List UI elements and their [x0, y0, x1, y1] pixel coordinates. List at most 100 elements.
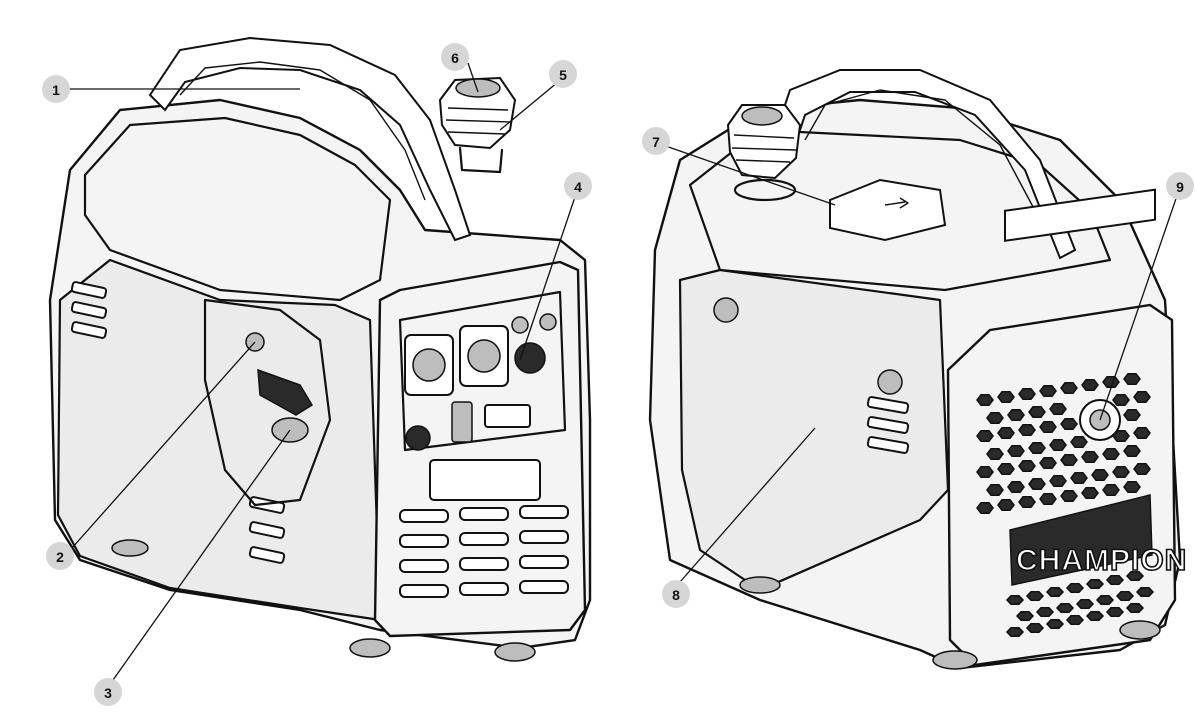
- grille-cell: [1060, 490, 1078, 502]
- grille-cell: [1045, 618, 1065, 630]
- callout-8: 8: [662, 580, 690, 608]
- grille-cell: [1125, 602, 1145, 614]
- grille-cell: [1039, 457, 1057, 469]
- grille-cell: [1102, 484, 1120, 496]
- grille-cell: [1102, 376, 1120, 388]
- control-panel-inner: [398, 290, 567, 452]
- callout-8-label: 8: [672, 587, 680, 603]
- front-side-vents: [70, 281, 286, 564]
- front-foot-2: [349, 638, 391, 658]
- callout-2-label: 2: [56, 549, 64, 565]
- grille-cell: [1039, 493, 1057, 505]
- grille-cell: [997, 427, 1015, 439]
- grille-cell: [1085, 610, 1105, 622]
- callout-6: 6: [441, 43, 469, 71]
- ac-outlets: [404, 325, 509, 396]
- callout-2: 2: [46, 542, 74, 570]
- callout-3: 3: [94, 678, 122, 706]
- callout-6-label: 6: [451, 50, 459, 66]
- callout-1: 1: [42, 75, 70, 103]
- grille-cell: [1039, 421, 1057, 433]
- front-top-bevel: [83, 116, 392, 302]
- grille-cell: [997, 463, 1015, 475]
- callout-3-label: 3: [104, 685, 112, 701]
- door-latch-1: [713, 297, 739, 323]
- grille-cell: [1105, 574, 1125, 586]
- grille-cell: [1049, 439, 1067, 451]
- grille-cell: [1133, 391, 1151, 403]
- generator-front-view: [48, 36, 592, 662]
- grille-cell: [1123, 373, 1141, 385]
- usb-ports: [484, 404, 531, 428]
- grille-cell: [1065, 614, 1085, 626]
- grille-cell: [986, 412, 1004, 424]
- grille-cell: [997, 391, 1015, 403]
- grille-cell: [1018, 388, 1036, 400]
- grille-cell: [1070, 472, 1088, 484]
- grille-cell: [1028, 478, 1046, 490]
- grille-cell: [986, 484, 1004, 496]
- grille-cell: [1081, 379, 1099, 391]
- grille-cell: [1081, 451, 1099, 463]
- grille-cell: [1091, 469, 1109, 481]
- engine-switch: [514, 342, 546, 374]
- front-carry-handle: [148, 36, 472, 242]
- front-side-recess: [203, 298, 332, 507]
- door-latch-2: [877, 369, 903, 395]
- grille-cell: [1065, 582, 1085, 594]
- grille-cell: [1005, 626, 1025, 638]
- indicator-light-a: [511, 316, 529, 334]
- rear-foot-3: [739, 576, 781, 594]
- brand-name: CHAMPION: [1016, 544, 1187, 577]
- front-foot-1: [111, 539, 149, 557]
- handle-inner-edge: [179, 61, 426, 201]
- grille-cell: [1123, 481, 1141, 493]
- callout-9-label: 9: [1176, 179, 1184, 195]
- grille-cell: [1049, 475, 1067, 487]
- grille-cell: [1039, 385, 1057, 397]
- grille-cell: [1070, 436, 1088, 448]
- grille-cell: [986, 448, 1004, 460]
- grille-cell: [1055, 602, 1075, 614]
- fuel-arrow-tab: [829, 178, 947, 242]
- rear-exhaust-grille: [976, 373, 1155, 638]
- callout-7-label: 7: [652, 134, 660, 150]
- grille-cell: [1035, 606, 1055, 618]
- grille-cell: [1123, 445, 1141, 457]
- grille-cell: [1060, 454, 1078, 466]
- grille-cell: [976, 430, 994, 442]
- grille-cell: [1115, 590, 1135, 602]
- grille-cell: [1095, 594, 1115, 606]
- grille-cell: [1060, 382, 1078, 394]
- grille-cell: [1133, 463, 1151, 475]
- generator-rear-view: CHAMPION: [648, 69, 1187, 670]
- grille-cell: [976, 466, 994, 478]
- grille-cell: [1007, 445, 1025, 457]
- grille-cell: [1105, 606, 1125, 618]
- grille-cell: [1060, 418, 1078, 430]
- grille-cell: [1045, 586, 1065, 598]
- callout-5-label: 5: [559, 67, 567, 83]
- arrow-icon: [884, 197, 909, 209]
- grille-cell: [1005, 594, 1025, 606]
- front-foot-3: [494, 642, 536, 662]
- grille-cell: [976, 502, 994, 514]
- grille-cell: [1015, 610, 1035, 622]
- grille-cell: [1018, 496, 1036, 508]
- grille-cell: [1028, 442, 1046, 454]
- dc-outlet: [405, 425, 431, 451]
- grille-cell: [1007, 481, 1025, 493]
- grille-cell: [1081, 487, 1099, 499]
- grille-cell: [1025, 590, 1045, 602]
- callout-4: 4: [564, 172, 592, 200]
- grille-cell: [1075, 598, 1095, 610]
- rear-fuel-cap: [726, 104, 802, 202]
- grille-cell: [976, 394, 994, 406]
- callout-5: 5: [549, 60, 577, 88]
- callout-1-label: 1: [52, 82, 60, 98]
- brand-plate: CHAMPION: [1009, 494, 1187, 586]
- rear-carry-handle: [768, 69, 1077, 260]
- leader-lines: [68, 62, 1181, 681]
- choke-lever: [257, 368, 314, 416]
